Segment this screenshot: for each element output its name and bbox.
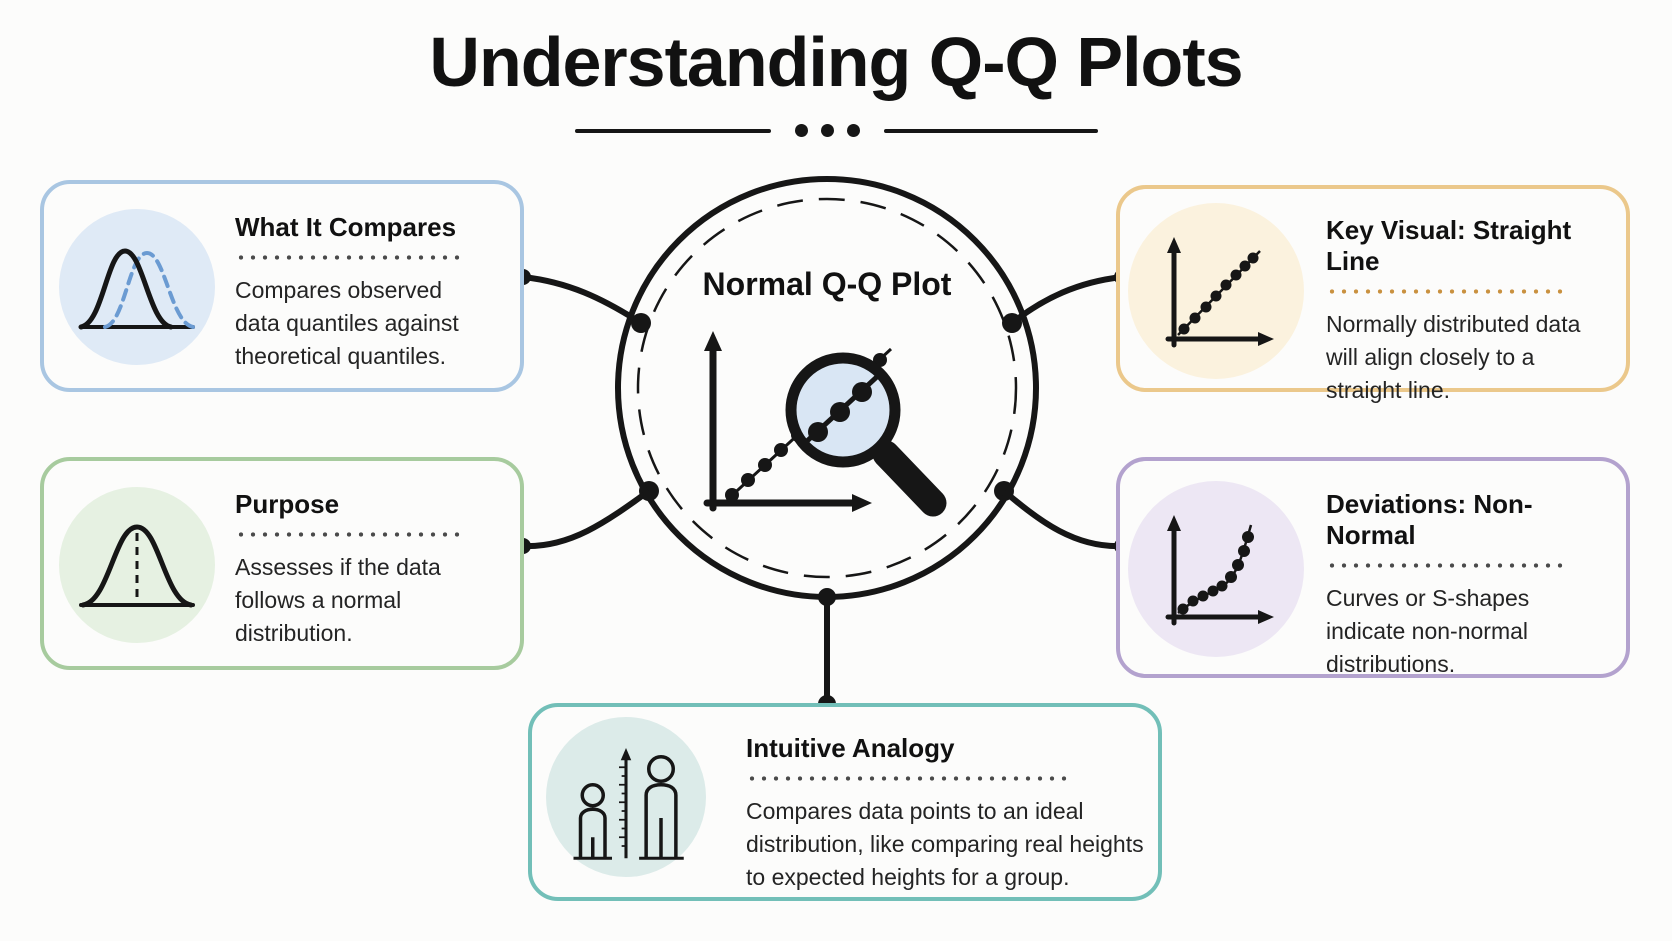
card-deviations-non-normal: Deviations: Non-Normal Curves or S-shape… [1116,457,1630,678]
card-body: Assesses if the data follows a normal di… [235,554,441,646]
divider-line-left [574,128,771,133]
card-title: Key Visual: Straight Line [1326,215,1572,276]
curved-qq-plot-icon [1165,515,1274,626]
card-dotted-divider [1326,289,1568,294]
magnifier-ring [785,352,901,468]
card-dotted-divider [235,255,463,260]
straight-line-qq-plot-icon [1165,237,1274,348]
card-key-visual-straight-line: Key Visual: Straight Line Normally distr… [1116,185,1630,403]
card-title: Intuitive Analogy [746,733,955,763]
card-body: Curves or S-shapes indicate non-normal d… [1326,585,1530,677]
title-divider [0,124,1672,137]
card-body: Normally distributed data will align clo… [1326,311,1581,403]
card-what-it-compares: What It Compares Compares observed data … [40,180,524,392]
card-title: What It Compares [235,212,457,242]
height-comparison-people-icon [573,748,684,860]
connector-lines [520,274,1125,707]
page-title: Understanding Q-Q Plots [429,23,1243,101]
connector-dots [515,269,1130,713]
card-body: Compares data points to an ideal distrib… [746,798,1144,890]
card-purpose: Purpose Assesses if the data follows a n… [40,457,524,670]
card-body: Compares observed data quantiles against… [235,277,459,369]
card-dotted-divider [235,532,463,537]
center-circle [615,176,1039,600]
center-dashed-circle [636,197,1018,579]
center-label: Normal Q-Q Plot [702,266,952,302]
bell-curve-with-median-icon [79,524,195,608]
card-title: Purpose [235,489,340,519]
qq-plot-with-magnifier-icon [703,331,947,517]
card-title: Deviations: Non-Normal [1326,489,1533,550]
magnifier-handle [872,440,947,517]
card-intuitive-analogy: Intuitive Analogy Compares data points t… [528,703,1162,901]
card-dotted-divider [1326,563,1568,568]
overlapping-bell-curves-icon [78,248,195,330]
card-dotted-divider [746,776,1068,781]
divider-dots [794,124,860,137]
divider-line-right [883,128,1098,133]
